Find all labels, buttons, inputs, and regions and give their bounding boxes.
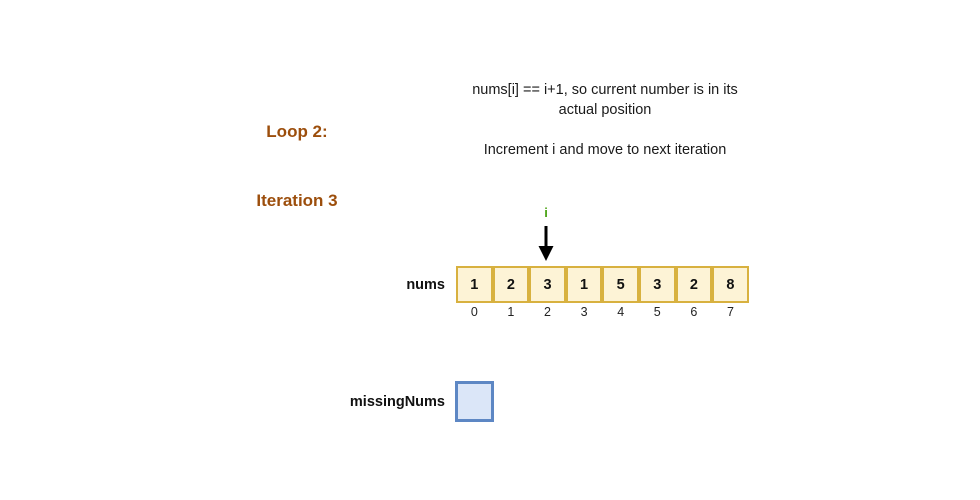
nums-index-label: 6 [690,305,698,319]
nums-index-label: 0 [470,305,478,319]
step-description: nums[i] == i+1, so current number is in … [455,80,755,160]
nums-cell: 3 [529,266,566,303]
nums-index-labels: 0 1 2 3 4 5 6 7 [456,305,749,319]
missingnums-array-label: missingNums [349,394,445,410]
missingnums-array [455,381,494,422]
nums-cell: 2 [675,266,713,303]
loop-title-line-1: Loop 2: [266,122,328,141]
nums-cell: 8 [712,266,749,303]
missingnums-cell [455,381,494,422]
nums-array-label: nums [406,277,445,293]
description-paragraph-2: Increment i and move to next iteration [483,142,727,158]
nums-index-label: 4 [617,305,625,319]
nums-index-label: 3 [580,305,588,319]
nums-index-label: 2 [544,305,551,319]
description-paragraph-1: nums[i] == i+1, so current number is in … [472,82,738,118]
page-title: Loop 2: Iteration 3 [222,74,372,258]
nums-index-label: 5 [653,305,661,319]
nums-cell: 2 [492,266,530,303]
nums-index-label: 1 [507,305,515,319]
nums-cell: 5 [602,266,639,303]
index-pointer: i [529,206,563,262]
nums-cell: 1 [565,266,603,303]
down-arrow-icon [538,226,554,261]
nums-cell: 1 [456,266,493,303]
nums-index-label: 7 [726,305,734,319]
loop-title-line-2: Iteration 3 [256,191,338,210]
pointer-label-i: i [544,205,548,220]
nums-cell: 3 [638,266,676,303]
